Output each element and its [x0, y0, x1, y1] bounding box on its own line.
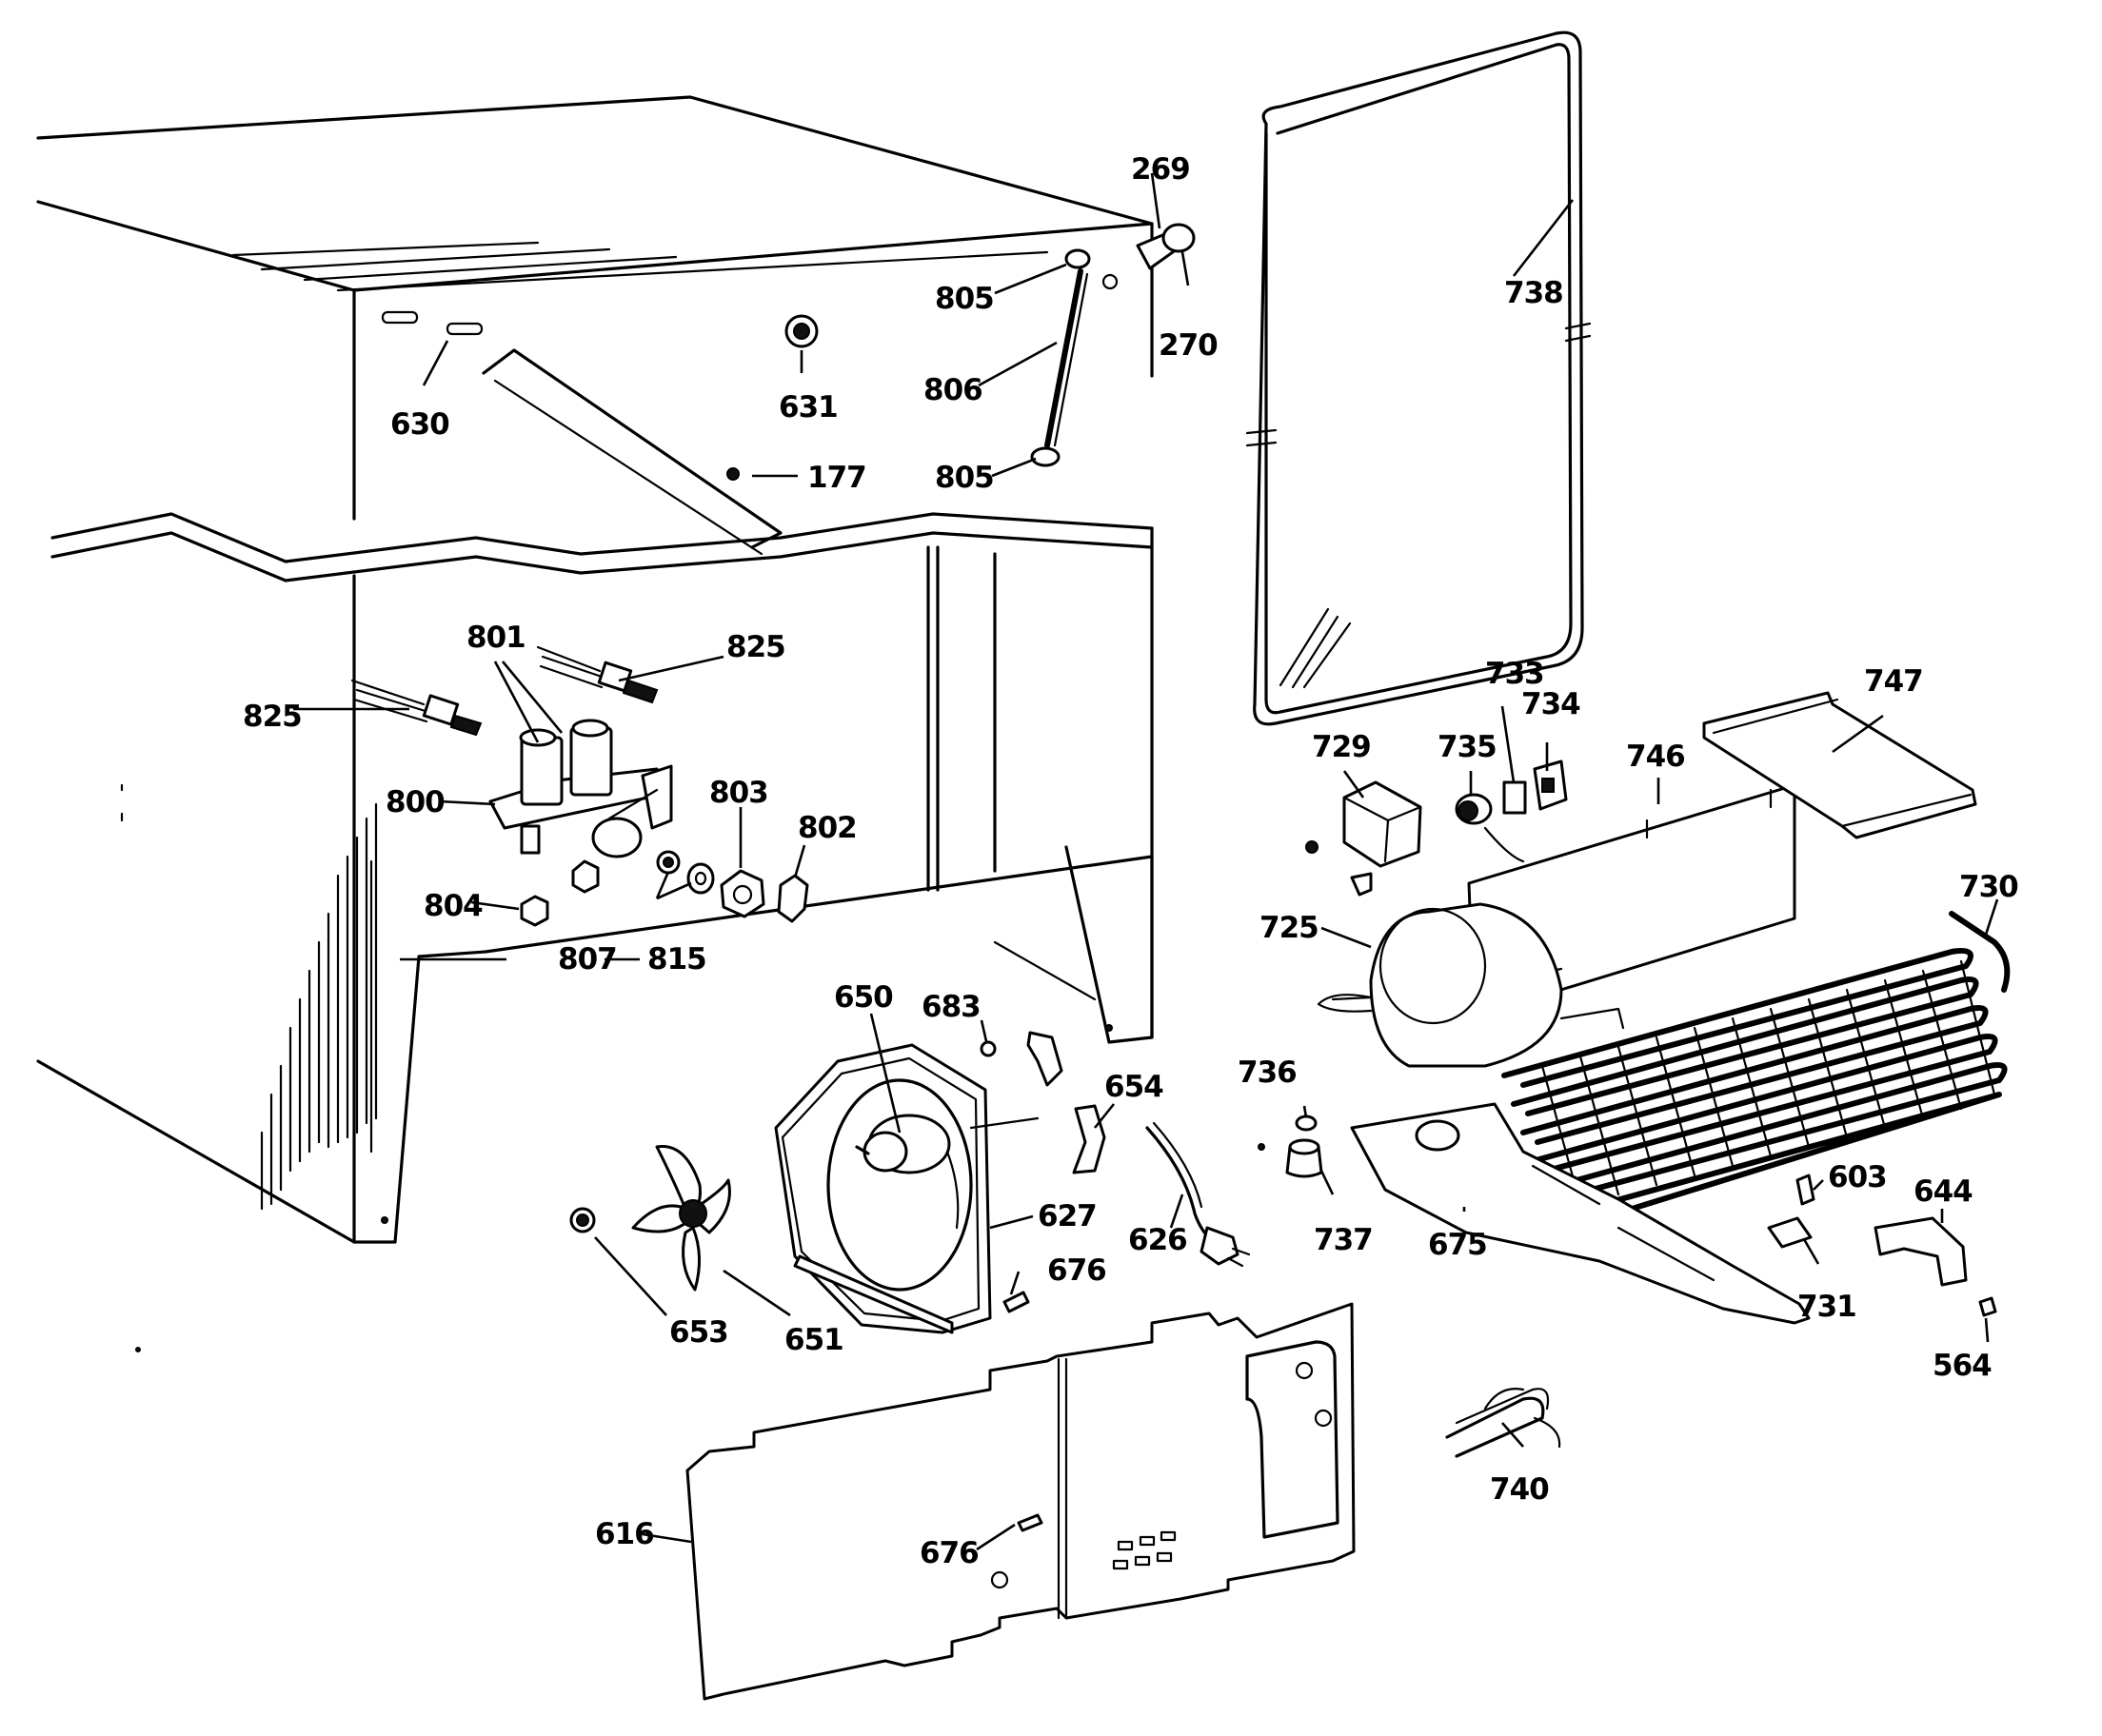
part-644-bracket	[1874, 1216, 1968, 1287]
callout-631: 631	[779, 390, 838, 424]
part-631-grommet	[784, 314, 819, 348]
part-740-heater-wire	[1445, 1388, 1561, 1458]
part-747-tray	[1702, 691, 1977, 839]
callout-807: 807	[558, 942, 617, 976]
callout-725: 725	[1259, 911, 1319, 945]
part-clip	[1026, 1031, 1063, 1087]
callout-616: 616	[595, 1517, 654, 1551]
callout-747: 747	[1864, 664, 1923, 699]
callout-740: 740	[1490, 1472, 1549, 1507]
part-654-harness	[969, 1104, 1106, 1174]
callout-802: 802	[798, 811, 857, 845]
callout-738: 738	[1504, 276, 1563, 310]
cabinet-bottom	[36, 526, 1154, 1244]
part-616-panel	[685, 1302, 1356, 1701]
callout-733: 733	[1485, 657, 1544, 691]
part-725-compressor	[1317, 902, 1625, 1068]
callout-730: 730	[1959, 870, 2018, 904]
callout-731: 731	[1797, 1290, 1856, 1324]
compressor-base	[1350, 1102, 1811, 1325]
callout-626: 626	[1128, 1223, 1187, 1257]
callout-801: 801	[466, 621, 526, 655]
part-627-fan-bracket	[774, 1043, 992, 1334]
callout-804: 804	[424, 889, 483, 923]
callout-805-upper: 805	[935, 282, 994, 316]
part-653-nut	[569, 1207, 596, 1233]
callout-729: 729	[1312, 730, 1371, 764]
part-177-screw	[726, 467, 740, 481]
part-730-condenser	[1501, 911, 2011, 1231]
callout-746: 746	[1626, 740, 1685, 774]
part-650-fan-motor	[855, 1114, 960, 1230]
part-807-nut	[571, 859, 600, 894]
callout-736: 736	[1238, 1055, 1297, 1090]
part-564-screw	[1978, 1296, 1997, 1317]
callout-177: 177	[807, 461, 866, 495]
callout-650: 650	[834, 980, 893, 1015]
part-733-part	[1502, 780, 1527, 815]
part-806-tube	[1030, 248, 1091, 467]
part-729-relay	[1305, 780, 1422, 897]
callout-737: 737	[1314, 1223, 1373, 1257]
part-800-water-valve	[488, 719, 673, 858]
part-651-fan-blade	[631, 1145, 731, 1292]
callout-644: 644	[1914, 1174, 1973, 1209]
part-738-gasket	[1245, 30, 1592, 726]
callout-825-left: 825	[243, 700, 302, 734]
callout-825-right: 825	[726, 630, 785, 664]
callout-803: 803	[709, 776, 768, 810]
callout-627: 627	[1038, 1199, 1097, 1233]
callout-676-lower: 676	[920, 1536, 979, 1570]
part-815-fittings	[656, 850, 715, 895]
part-735-overload	[1455, 793, 1525, 863]
callout-269: 269	[1131, 152, 1190, 187]
callout-805-lower: 805	[935, 461, 994, 495]
dot	[1258, 1143, 1265, 1151]
part-737-grommet	[1285, 1138, 1323, 1178]
callout-630: 630	[390, 407, 449, 442]
part-825-wire-left	[350, 679, 483, 737]
callout-labels: 269 270 805 806 805 631 630 177 738 801 …	[243, 152, 2019, 1570]
callout-651: 651	[784, 1323, 843, 1357]
part-802-elbow	[777, 874, 809, 923]
part-269-270-handle	[1101, 223, 1196, 290]
break-line	[50, 512, 1154, 582]
callout-683: 683	[922, 990, 981, 1024]
part-825-wire-right	[536, 645, 659, 704]
callout-603: 603	[1828, 1160, 1887, 1194]
part-736-grommet	[1295, 1115, 1318, 1132]
leader-lines	[293, 172, 1999, 1551]
callout-735: 735	[1438, 730, 1497, 764]
callout-270: 270	[1159, 328, 1218, 363]
callout-564: 564	[1933, 1349, 1992, 1383]
part-731-clip	[1767, 1216, 1813, 1249]
part-804-nut	[520, 895, 549, 927]
cabinet-top	[36, 95, 1154, 556]
callout-815: 815	[647, 942, 706, 976]
part-626-sensor	[1145, 1121, 1251, 1268]
callout-806: 806	[923, 373, 982, 407]
callout-653: 653	[669, 1315, 728, 1350]
stray-dot	[135, 1347, 141, 1352]
part-803-nut	[720, 869, 765, 918]
callout-654: 654	[1104, 1070, 1163, 1104]
callout-676-upper: 676	[1047, 1253, 1106, 1288]
callout-675: 675	[1428, 1228, 1487, 1262]
part-734-part	[1533, 760, 1568, 811]
part-683-screw	[980, 1040, 997, 1057]
part-676-screw-upper	[1002, 1291, 1030, 1313]
callout-800: 800	[386, 785, 445, 819]
part-603-screw	[1795, 1174, 1815, 1206]
callout-734: 734	[1521, 687, 1580, 721]
